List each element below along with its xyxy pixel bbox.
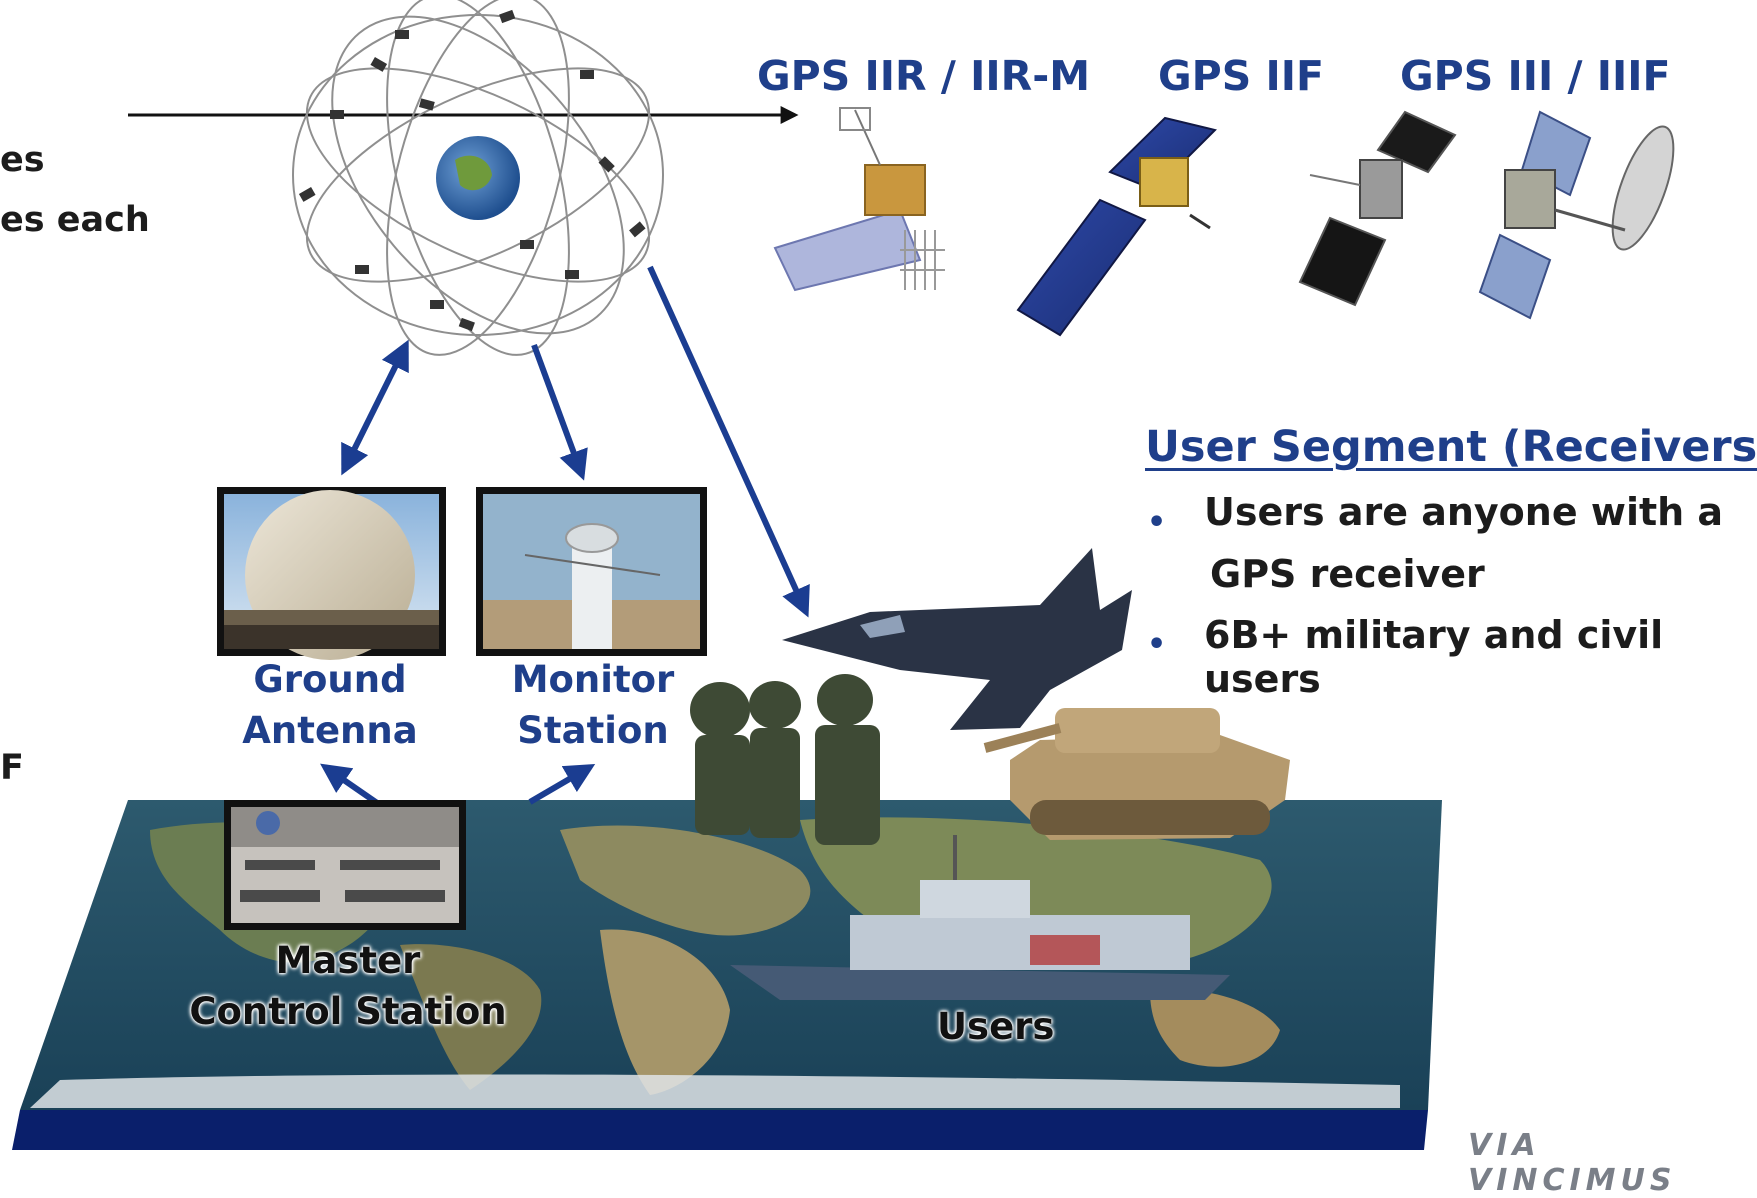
arrow-master-ground-antenna: [320, 763, 382, 808]
monitor-station-label-line2: Station: [517, 709, 669, 752]
arrow-constellation-monitor-station: [531, 343, 588, 481]
ground-antenna-label-line1: Ground: [253, 658, 407, 701]
gps-iiif-satellite-icon: [1478, 110, 1675, 320]
footer-motto: VIA VINCIMUS: [1468, 1128, 1677, 1198]
arrow-constellation-ground-antenna: [341, 339, 409, 476]
master-control-label-line2: Control Station: [189, 990, 507, 1033]
gps-iii-title: GPS III / IIIF: [1400, 52, 1671, 100]
monitor-station-photo: [476, 487, 707, 656]
users-label: Users: [937, 1005, 1055, 1048]
satellite-constellation: [292, 0, 664, 356]
ground-antenna-label: Ground Antenna: [230, 654, 430, 756]
soldiers-icon: [690, 674, 880, 845]
fighter-jet-icon: [782, 548, 1132, 730]
user-segment-bullet-1-line2: GPS receiver: [1210, 552, 1485, 596]
master-control-label-line1: Master: [275, 939, 421, 982]
user-segment-bullet-2: 6B+ military and civil users: [1204, 613, 1664, 701]
ground-antenna-photo: [217, 487, 446, 660]
gps-iir-satellite-icon: [773, 107, 945, 292]
constellation-satellites: [298, 9, 646, 332]
gps-iir-title: GPS IIR / IIR-M: [757, 52, 1091, 100]
left-text-fragment-3: F: [0, 748, 24, 788]
monitor-station-label: Monitor Station: [488, 654, 698, 756]
user-segment-title: User Segment (Receivers): [1145, 422, 1757, 472]
master-control-station-label: Master Control Station: [183, 935, 513, 1037]
bullet-marker-2: •: [1147, 627, 1167, 662]
tank-icon: [983, 708, 1290, 840]
user-segment-bullet-1-line1: Users are anyone with a: [1204, 490, 1724, 534]
master-control-station-photo: [224, 800, 466, 930]
monitor-station-label-line1: Monitor: [511, 658, 675, 701]
gps-iif-satellite-icon: [1016, 116, 1217, 337]
link-arrows: [320, 265, 810, 808]
bullet-marker-1: •: [1147, 505, 1167, 540]
arrow-master-monitor-station: [528, 763, 596, 805]
gps-iii-satellite-icon: [1298, 110, 1457, 307]
arrow-constellation-users: [647, 265, 810, 618]
left-text-fragment-2: es each: [0, 200, 150, 240]
naval-ship-icon: [730, 835, 1230, 1000]
gps-iif-title: GPS IIF: [1158, 52, 1325, 100]
left-text-fragment-1: es: [0, 140, 45, 180]
footer-band: [12, 1110, 1428, 1150]
diagram-graphics: [12, 0, 1675, 1150]
ground-antenna-label-line2: Antenna: [242, 709, 418, 752]
